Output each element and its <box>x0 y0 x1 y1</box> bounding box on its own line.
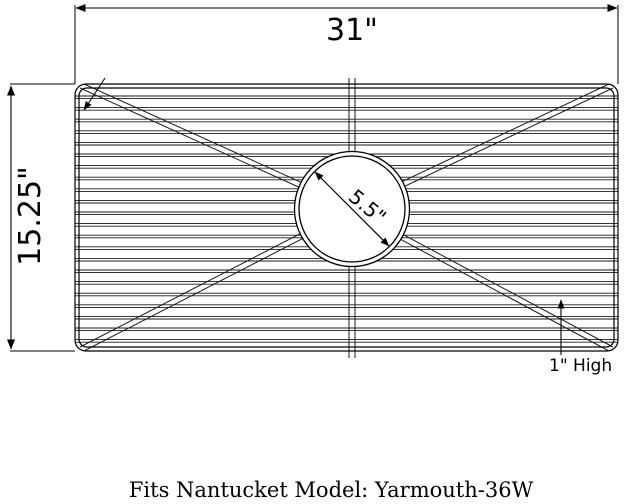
frame-outer-edge <box>74 83 619 352</box>
wire-row <box>75 107 618 111</box>
width-dimension: 31" <box>75 4 618 48</box>
wire-row <box>75 95 618 100</box>
width-dimension-label: 31" <box>326 13 378 48</box>
corner-leader-line <box>83 77 106 111</box>
wire-row <box>75 292 618 297</box>
wire-row <box>75 141 618 146</box>
frame-inner-edge <box>78 87 615 348</box>
witness-lines <box>10 5 619 352</box>
wire-row <box>75 130 618 134</box>
drain-dimension-line <box>314 171 390 247</box>
grid-outer-frame <box>74 83 619 352</box>
model-caption: Fits Nantucket Model: Yarmouth-36W <box>129 478 534 502</box>
wire-row <box>75 118 618 123</box>
drain-circle-inner <box>298 155 406 263</box>
sink-grid-body: 5.5" <box>74 77 619 358</box>
corner-leader-top-left <box>83 77 106 111</box>
height-dimension: 15.25" <box>7 85 48 350</box>
wire-row <box>75 269 618 274</box>
wire-row <box>75 281 618 285</box>
wire-row <box>75 327 618 332</box>
foot-height-label: 1" High <box>549 356 612 376</box>
wire-row <box>75 339 618 343</box>
wire-row <box>75 315 618 320</box>
foot-height-callout: 1" High <box>549 299 612 376</box>
height-dimension-label: 15.25" <box>13 166 48 266</box>
